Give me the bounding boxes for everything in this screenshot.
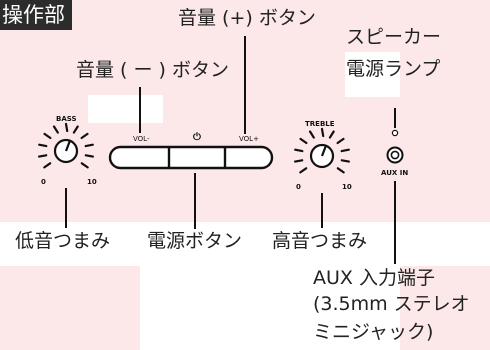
- leader-aux-in: [394, 181, 396, 264]
- background-block-bottom: [0, 266, 140, 350]
- callout-vol-plus: 音量 (+) ボタン: [178, 7, 316, 29]
- leader-bass-knob: [65, 188, 67, 228]
- leader-vol-minus: [139, 87, 141, 133]
- treble-label: TREBLE: [305, 120, 335, 128]
- audio-jack-icon: [386, 146, 404, 164]
- callout-aux-line1: AUX 入力端子: [313, 267, 435, 289]
- background-gap: [88, 95, 163, 123]
- callout-bass-knob: 低音つまみ: [15, 230, 111, 252]
- callout-speaker-lamp-line1: スピーカー: [346, 26, 442, 48]
- background-gap: [345, 52, 400, 97]
- callout-aux-line2: (3.5mm ステレオ: [313, 293, 470, 315]
- button-bar: [108, 145, 274, 170]
- bass-scale-max: 10: [87, 178, 97, 186]
- bass-knob: [37, 122, 95, 169]
- leader-speaker-lamp: [394, 108, 396, 128]
- leader-vol-plus: [244, 36, 246, 134]
- aux-in-label: AUX IN: [381, 169, 409, 177]
- treble-knob: [294, 127, 350, 174]
- vol-minus-label: VOL-: [133, 135, 150, 143]
- treble-scale-min: 0: [296, 183, 301, 191]
- leader-treble-knob: [321, 193, 323, 228]
- callout-vol-minus: 音量 ( ー ) ボタン: [76, 59, 229, 81]
- bass-scale-min: 0: [41, 178, 46, 186]
- callout-aux-line3: ミニジャック): [313, 321, 434, 343]
- callout-speaker-lamp-line2: 電源ランプ: [346, 58, 441, 80]
- background-gap: [140, 266, 400, 350]
- power-icon: ⏻: [193, 132, 201, 143]
- lamp-icon: [391, 129, 399, 137]
- treble-scale-max: 10: [342, 183, 352, 191]
- leader-power-button: [194, 173, 196, 229]
- background-gap: [0, 222, 490, 266]
- vol-plus-label: VOL+: [239, 135, 259, 143]
- bass-scale-ticks: [37, 122, 95, 169]
- bass-label: BASS: [56, 115, 77, 123]
- callout-power-button: 電源ボタン: [147, 230, 243, 252]
- treble-scale-ticks: [294, 127, 350, 174]
- section-title: 操作部: [0, 0, 72, 30]
- callout-treble-knob: 高音つまみ: [272, 230, 368, 252]
